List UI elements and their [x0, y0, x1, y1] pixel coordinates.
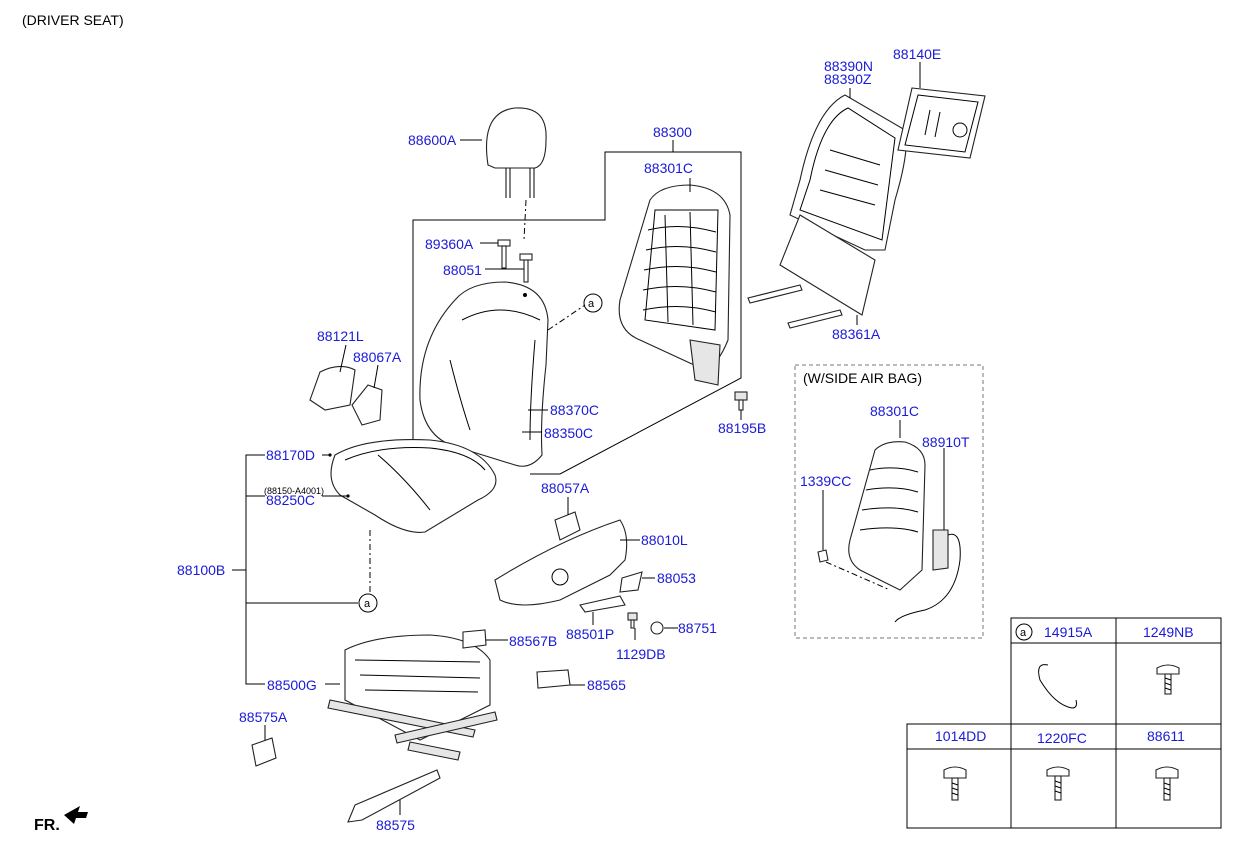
part-label-88170d[interactable]: 88170D [266, 447, 316, 463]
part-label-88390n[interactable]: 88390N [824, 58, 874, 74]
part-label-88350c[interactable]: 88350C [544, 425, 594, 441]
callout-a-cushion [358, 593, 378, 613]
seat-cushion-drawing [328, 439, 497, 533]
callout-letter-seatback: a [588, 298, 595, 310]
part-label-88910t[interactable]: 88910T [922, 434, 970, 450]
table-label-1249nb[interactable]: 1249NB [1143, 624, 1194, 640]
sheet-88361a-drawing [747, 214, 876, 329]
part-label-88575[interactable]: 88575 [376, 817, 415, 833]
cover-88121l-drawing [309, 365, 383, 426]
part-label-1339cc[interactable]: 1339CC [800, 473, 852, 489]
callout-letter-cushion: a [364, 598, 371, 610]
part-label-89360a[interactable]: 89360A [425, 236, 474, 252]
part-label-88121l[interactable]: 88121L [317, 328, 364, 344]
table-label-14915a[interactable]: 14915A [1044, 624, 1093, 640]
seatback-drawing [419, 281, 549, 467]
fastener-table [906, 617, 1222, 829]
seatback-frame-drawing [618, 184, 731, 386]
subassembly-note: (88150-A4001) [264, 486, 325, 496]
callout-letter-table: a [1020, 627, 1027, 639]
side-shield-drawing [462, 511, 664, 689]
part-label-88053[interactable]: 88053 [657, 570, 696, 586]
headrest-drawing [486, 107, 547, 241]
part-label-88250c[interactable]: 88250C [266, 492, 316, 508]
callout-a-seatback [583, 293, 603, 313]
part-label-88501p[interactable]: 88501P [566, 626, 615, 642]
part-label-88390z[interactable]: 88390Z [824, 71, 872, 87]
callout-a-table [1015, 623, 1033, 641]
headrest-guide-drawing [497, 239, 533, 283]
table-label-1014dd[interactable]: 1014DD [935, 728, 987, 744]
part-label-88751[interactable]: 88751 [678, 620, 717, 636]
part-label-88500g[interactable]: 88500G [267, 677, 317, 693]
part-label-88100b[interactable]: 88100B [177, 562, 226, 578]
part-label-88140e[interactable]: 88140E [893, 46, 942, 62]
part-label-88051[interactable]: 88051 [443, 262, 482, 278]
bolt-88195b-drawing [734, 391, 748, 411]
cover-88575a-drawing [251, 737, 277, 767]
part-label-88361a[interactable]: 88361A [832, 326, 881, 342]
rail-cover-88575-drawing [347, 769, 441, 823]
panel-88140e-drawing [897, 87, 986, 159]
seat-track-drawing [327, 634, 498, 761]
part-label-88067a[interactable]: 88067A [353, 349, 402, 365]
page-title: (DRIVER SEAT) [22, 12, 124, 28]
part-label-88370c[interactable]: 88370C [550, 402, 600, 418]
part-label-88567b[interactable]: 88567B [509, 633, 558, 649]
part-label-88565[interactable]: 88565 [587, 677, 626, 693]
part-label-88300[interactable]: 88300 [653, 124, 692, 140]
part-label-88010l[interactable]: 88010L [641, 532, 688, 548]
part-label-88195b[interactable]: 88195B [718, 420, 767, 436]
table-label-88611[interactable]: 88611 [1147, 728, 1185, 744]
side-airbag-title: (W/SIDE AIR BAG) [803, 370, 923, 386]
part-label-88301c[interactable]: 88301C [644, 160, 694, 176]
side-airbag-frame-drawing [817, 441, 961, 623]
part-label-88600a[interactable]: 88600A [408, 132, 457, 148]
front-arrow-icon [64, 806, 88, 824]
part-label-88575a[interactable]: 88575A [239, 709, 288, 725]
part-label-1129db[interactable]: 1129DB [616, 646, 666, 662]
front-label: FR. [34, 817, 60, 834]
part-label-88301c-sab[interactable]: 88301C [870, 403, 920, 419]
table-label-1220fc[interactable]: 1220FC [1037, 730, 1087, 746]
part-label-88057a[interactable]: 88057A [541, 480, 590, 496]
